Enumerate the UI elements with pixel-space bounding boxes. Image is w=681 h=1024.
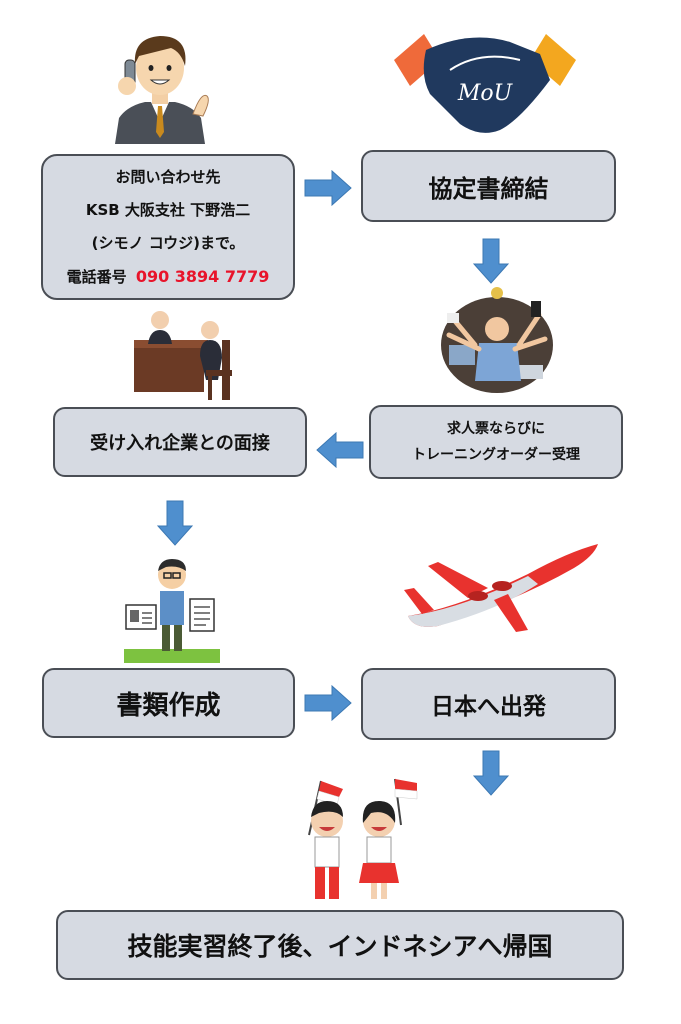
step-departure-label: 日本へ出発 [431, 694, 546, 720]
step-documents-label: 書類作成 [116, 690, 221, 721]
mou-logo-text: MoU [457, 81, 514, 106]
contact-box: お問い合わせ先 KSB 大阪支社 下野浩二 (シモノ コウジ)まで。 電話番号 … [41, 154, 295, 300]
step-orders: 求人票ならびに トレーニングオーダー受理 [369, 405, 623, 479]
arrow-down-1 [473, 238, 509, 284]
arrow-down-2 [157, 500, 193, 546]
contact-phone-row: 電話番号 090 3894 7779 [67, 260, 270, 294]
step-return-label: 技能実習終了後、インドネシアへ帰国 [127, 932, 553, 961]
phone-number: 090 3894 7779 [135, 266, 270, 286]
step-departure: 日本へ出発 [361, 668, 616, 740]
children-flags-icon [308, 778, 418, 899]
businessman-phone-icon [115, 36, 209, 144]
contact-heading: お問い合わせ先 [115, 167, 221, 186]
airplane-icon [404, 544, 598, 632]
person-documents-icon [124, 559, 220, 663]
contact-office: KSB 大阪支社 下野浩二 [85, 200, 251, 219]
contact-reading: (シモノ コウジ)まで。 [91, 233, 245, 252]
step-orders-line2: トレーニングオーダー受理 [412, 447, 580, 463]
step-interview: 受け入れ企業との面接 [53, 407, 307, 477]
step-agreement: 協定書締結 [361, 150, 616, 222]
arrow-left-1 [316, 432, 364, 468]
arrow-right-2 [304, 685, 352, 721]
step-agreement-label: 協定書締結 [428, 174, 549, 203]
busy-worker-icon [441, 287, 553, 393]
step-orders-line1: 求人票ならびに [447, 421, 545, 437]
arrow-down-3 [473, 750, 509, 796]
interview-desk-icon [134, 311, 232, 400]
step-return: 技能実習終了後、インドネシアへ帰国 [56, 910, 624, 980]
phone-label: 電話番号 [66, 267, 127, 286]
step-documents: 書類作成 [42, 668, 295, 738]
handshake-mou-icon: MoU [394, 34, 576, 133]
step-interview-label: 受け入れ企業との面接 [90, 433, 270, 454]
arrow-right-1 [304, 170, 352, 206]
